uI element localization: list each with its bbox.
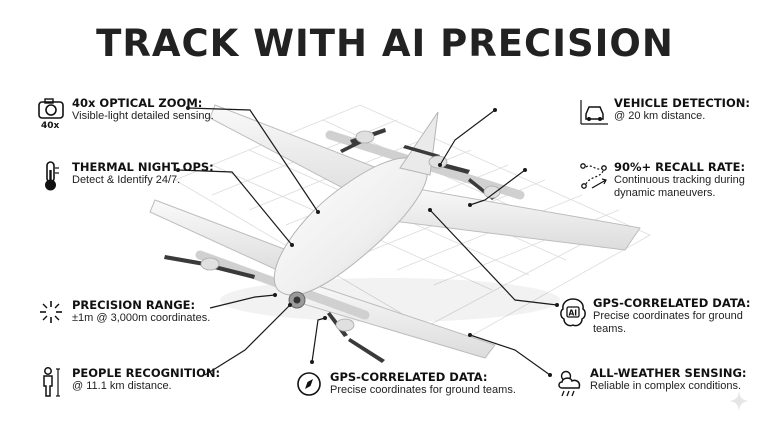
car-icon <box>578 96 612 130</box>
tracking-path-icon <box>578 160 612 194</box>
vertical-tail <box>399 111 439 176</box>
person-icon <box>36 366 70 400</box>
ai-brain-icon: AI <box>557 296 591 330</box>
gps-right-heading: GPS-CORRELATED DATA: <box>593 296 751 310</box>
vehicle-detection-description: @ 20 km distance. <box>614 110 706 122</box>
all-weather-description: Reliable in complex conditions. <box>590 380 742 392</box>
camera-icon-label: 40x <box>41 121 60 130</box>
laser-range-icon <box>36 298 70 332</box>
vehicle-detection-heading: VEHICLE DETECTION: <box>614 96 750 110</box>
people-recognition-heading: PEOPLE RECOGNITION: <box>72 366 221 380</box>
thermometer-icon <box>36 160 70 194</box>
ai-icon-label: AI <box>569 309 578 318</box>
leader-lines <box>177 107 558 376</box>
recall-rate-description: Continuous tracking during dynamic maneu… <box>614 174 745 199</box>
precision-range-heading: PRECISION RANGE: <box>72 298 196 312</box>
page-title: TRACK WITH AI PRECISION <box>96 22 674 65</box>
camera-icon: 40x <box>36 96 70 131</box>
compass-icon <box>294 370 328 404</box>
sparkle-icon <box>728 390 750 412</box>
gps-bottom-heading: GPS-CORRELATED DATA: <box>330 370 488 384</box>
thermal-heading: THERMAL NIGHT OPS: <box>72 160 214 174</box>
precision-range-description: ±1m @ 3,000m coordinates. <box>72 312 211 324</box>
weather-cloud-icon <box>554 366 588 400</box>
thermal-description: Detect & Identify 24/7. <box>72 174 181 186</box>
all-weather-heading: ALL-WEATHER SENSING: <box>590 366 747 380</box>
gps-bottom-description: Precise coordinates for ground teams. <box>330 384 516 396</box>
optical-zoom-description: Visible-light detailed sensing. <box>72 110 214 122</box>
recall-rate-heading: 90%+ RECALL RATE: <box>614 160 746 174</box>
gps-right-description: Precise coordinates for ground teams. <box>593 310 743 335</box>
people-recognition-description: @ 11.1 km distance. <box>72 380 172 392</box>
optical-zoom-heading: 40x OPTICAL ZOOM: <box>72 96 203 110</box>
